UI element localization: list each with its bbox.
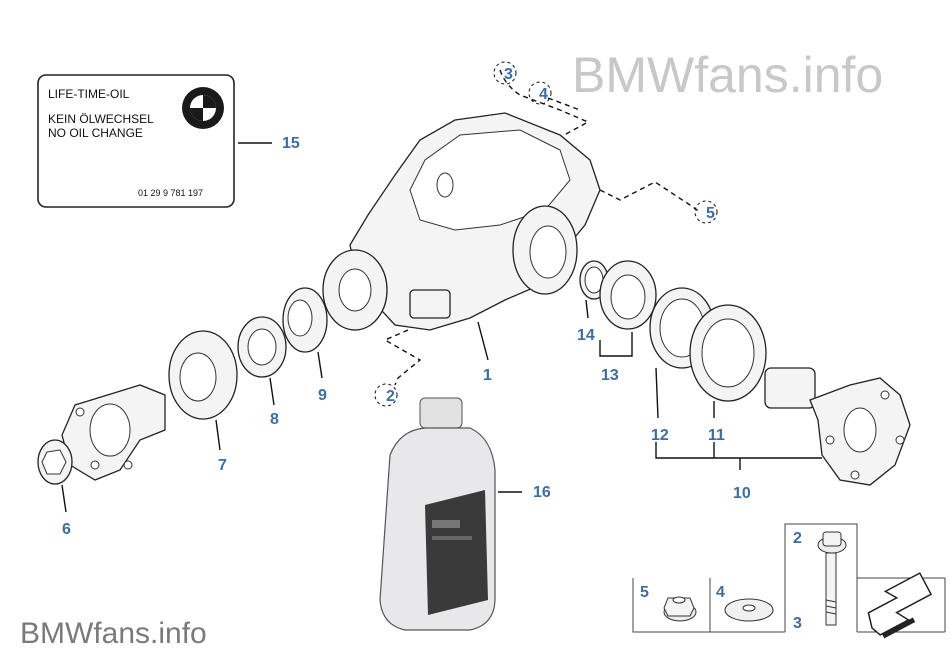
sticker-line2: KEIN ÖLWECHSEL: [48, 112, 154, 126]
sticker-line3: NO OIL CHANGE: [48, 126, 143, 140]
callout-11: 11: [708, 427, 725, 444]
panel-callout-2: 2: [793, 530, 802, 547]
output-flange: [61, 384, 166, 481]
panel-callout-4: 4: [716, 584, 725, 601]
shaft-seal-8: [237, 316, 287, 378]
oil-label-sticker: LIFE-TIME-OIL KEIN ÖLWECHSEL NO OIL CHAN…: [37, 74, 235, 208]
panel-callout-5: 5: [640, 584, 649, 601]
washer-icon: [724, 598, 774, 622]
flange-7: [168, 330, 238, 420]
flange-shaft-10: [764, 367, 911, 486]
hardware-panel: 5 4 2 3: [632, 523, 946, 639]
callout-7: 7: [218, 457, 227, 474]
shaft-seal-9: [282, 287, 328, 353]
callout-15: 15: [282, 135, 300, 152]
callout-12: 12: [651, 427, 669, 444]
bmw-roundel-icon: [182, 87, 224, 129]
callout-2-main: 2: [386, 388, 395, 405]
callout-14: 14: [577, 327, 595, 344]
callout-16: 16: [533, 484, 551, 501]
shim-ring-11: [689, 304, 767, 402]
shaft-seal-13: [599, 260, 657, 330]
callout-5-top: 5: [706, 205, 715, 222]
bolt-icon: [817, 531, 847, 626]
callout-9: 9: [318, 387, 327, 404]
differential-housing: [322, 112, 601, 331]
collar-nut-6: [37, 439, 73, 485]
panel-callout-3: 3: [793, 615, 802, 632]
callout-10: 10: [733, 485, 751, 502]
sticker-part-number: 01 29 9 781 197: [138, 188, 203, 198]
hex-nut-icon: [663, 596, 697, 622]
callout-3-top: 3: [504, 66, 513, 83]
callout-1: 1: [483, 367, 492, 384]
direction-arrow-icon: [867, 572, 933, 639]
callout-6: 6: [62, 521, 71, 538]
sticker-line1: LIFE-TIME-OIL: [48, 87, 130, 101]
callout-8: 8: [270, 411, 279, 428]
callout-13: 13: [601, 367, 619, 384]
watermark-bottom: BMWfans.info: [20, 617, 207, 650]
watermark-top: BMWfans.info: [572, 47, 883, 103]
callout-4-top: 4: [539, 86, 548, 103]
oil-bottle-icon: [379, 397, 496, 631]
